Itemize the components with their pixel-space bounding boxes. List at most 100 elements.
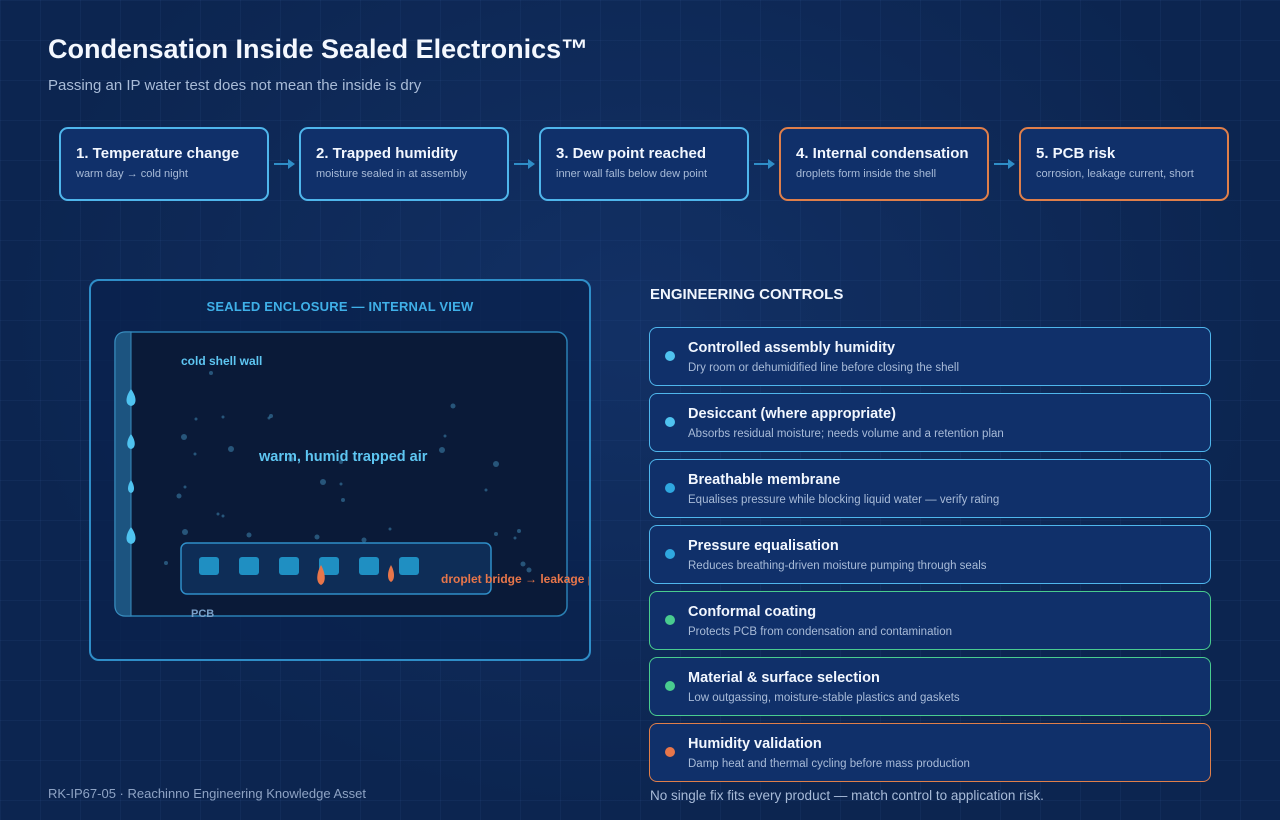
moisture-particle <box>183 485 187 489</box>
enclosure-diagram: cold shell wall warm, humid trapped air … <box>114 331 589 620</box>
control-humidity-validation: Humidity validation Damp heat and therma… <box>649 723 1211 782</box>
moisture-particle <box>388 527 392 531</box>
step-title: 1. Temperature change <box>76 145 240 162</box>
moisture-particle <box>526 567 532 573</box>
wall-droplet <box>126 527 136 544</box>
process-step-temperature-change: 1. Temperature change warm day → cold ni… <box>59 127 269 201</box>
moisture-particle <box>228 446 234 452</box>
controls-title: ENGINEERING CONTROLS <box>650 286 844 303</box>
moisture-particle <box>517 529 521 533</box>
moisture-particle <box>513 536 517 540</box>
control-description: Reduces breathing-driven moisture pumpin… <box>688 560 987 572</box>
moisture-particle <box>181 434 187 440</box>
moisture-particles <box>164 371 532 573</box>
moisture-particle <box>246 532 252 538</box>
control-conformal-coating: Conformal coating Protects PCB from cond… <box>649 591 1211 650</box>
control-description: Protects PCB from condensation and conta… <box>688 626 953 638</box>
step-title: 5. PCB risk <box>1036 145 1116 162</box>
step-title: 3. Dew point reached <box>556 145 707 162</box>
wall-droplet <box>127 434 135 449</box>
control-title: Conformal coating <box>688 604 817 620</box>
control-breathable-membrane: Breathable membrane Equalises pressure w… <box>649 459 1211 518</box>
moisture-particle <box>361 537 367 543</box>
control-description: Equalises pressure while blocking liquid… <box>688 494 1000 506</box>
air-label: warm, humid trapped air <box>258 449 428 465</box>
control-desiccant: Desiccant (where appropriate) Absorbs re… <box>649 393 1211 452</box>
pcb-components <box>199 557 419 575</box>
control-assembly-humidity: Controlled assembly humidity Dry room or… <box>649 327 1211 386</box>
pcb-label: PCB <box>191 608 214 620</box>
arrow-right-icon <box>274 159 295 169</box>
arrow-right-icon <box>754 159 775 169</box>
control-title: Controlled assembly humidity <box>688 340 896 356</box>
moisture-particle <box>194 417 198 421</box>
pcb-component <box>359 557 379 575</box>
cold-shell-wall <box>114 331 132 617</box>
control-material-selection: Material & surface selection Low outgass… <box>649 657 1211 716</box>
moisture-particle <box>494 532 498 536</box>
moisture-particle <box>288 456 294 462</box>
control-title: Humidity validation <box>688 736 822 752</box>
moisture-particle <box>320 479 326 485</box>
moisture-particle <box>193 452 197 456</box>
control-description: Damp heat and thermal cycling before mas… <box>688 758 970 770</box>
step-description: warm day → cold night <box>76 168 188 180</box>
enclosure-title: SEALED ENCLOSURE — INTERNAL VIEW <box>206 299 474 314</box>
moisture-particle <box>216 512 220 516</box>
status-dot-icon <box>665 615 675 625</box>
moisture-particle <box>484 488 488 492</box>
pcb-component <box>319 557 339 575</box>
control-pressure-equalisation: Pressure equalisation Reduces breathing-… <box>649 525 1211 584</box>
pcb-component <box>399 557 419 575</box>
moisture-particle <box>221 415 225 419</box>
process-step-internal-condensation: 4. Internal condensation droplets form i… <box>779 127 989 201</box>
footer-asset-id: RK-IP67-05 · Reachinno Engineering Knowl… <box>48 786 366 801</box>
page-title: Condensation Inside Sealed Electronics™ <box>48 34 589 64</box>
control-title: Material & surface selection <box>688 670 880 686</box>
bridge-droplet <box>388 565 394 582</box>
moisture-particle <box>439 447 445 453</box>
moisture-particle <box>520 561 526 567</box>
step-description: moisture sealed in at assembly <box>316 168 468 180</box>
wall-droplets <box>126 389 136 544</box>
process-step-pcb-risk: 5. PCB risk corrosion, leakage current, … <box>1019 127 1229 201</box>
pcb-component <box>199 557 219 575</box>
step-description: corrosion, leakage current, short <box>1036 168 1194 180</box>
wall-droplet <box>126 389 136 406</box>
step-description: inner wall falls below dew point <box>556 168 708 180</box>
status-dot-icon <box>665 549 675 559</box>
process-step-trapped-humidity: 2. Trapped humidity moisture sealed in a… <box>299 127 509 201</box>
moisture-particle <box>209 371 213 375</box>
moisture-particle <box>314 534 320 540</box>
wall-droplet <box>128 480 134 493</box>
moisture-particle <box>221 514 225 518</box>
moisture-particle <box>164 561 168 565</box>
bridge-droplet <box>317 565 325 585</box>
status-dot-icon <box>665 681 675 691</box>
moisture-particle <box>493 461 499 467</box>
step-description: droplets form inside the shell <box>796 168 937 180</box>
pcb-component <box>279 557 299 575</box>
moisture-particle <box>450 403 456 409</box>
control-title: Pressure equalisation <box>688 538 839 554</box>
moisture-particle <box>341 498 345 502</box>
step-title: 2. Trapped humidity <box>316 145 458 162</box>
control-description: Absorbs residual moisture; needs volume … <box>688 428 1004 440</box>
status-dot-icon <box>665 417 675 427</box>
process-step-dew-point: 3. Dew point reached inner wall falls be… <box>539 127 749 201</box>
page-subtitle: Passing an IP water test does not mean t… <box>48 77 422 94</box>
control-description: Low outgassing, moisture-stable plastics… <box>688 692 960 704</box>
status-dot-icon <box>665 483 675 493</box>
enclosure-panel: SEALED ENCLOSURE — INTERNAL VIEW cold sh… <box>89 279 591 661</box>
control-description: Dry room or dehumidified line before clo… <box>688 362 960 374</box>
pcb-component <box>239 557 259 575</box>
moisture-particle <box>443 434 447 438</box>
moisture-particle <box>339 482 343 486</box>
moisture-particle <box>339 460 343 464</box>
footer-note: No single fix fits every product — match… <box>650 788 1044 803</box>
control-title: Breathable membrane <box>688 472 841 488</box>
moisture-particle <box>182 529 188 535</box>
arrow-right-icon <box>514 159 535 169</box>
control-title: Desiccant (where appropriate) <box>688 406 896 422</box>
step-title: 4. Internal condensation <box>796 145 969 162</box>
